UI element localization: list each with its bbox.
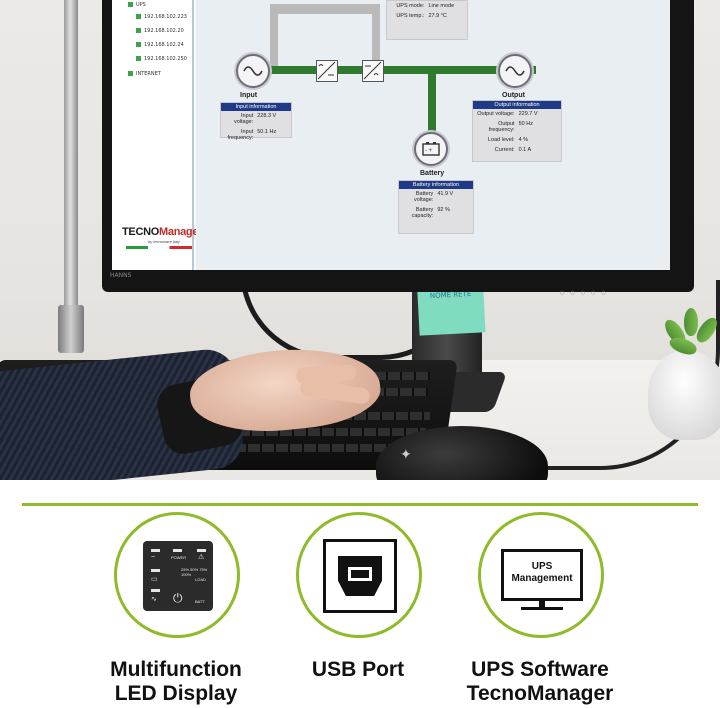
bypass-line-left <box>270 4 278 66</box>
output-icon: ∿ <box>151 596 157 603</box>
feature-caption: USB Port <box>258 658 458 682</box>
lamp-clamp <box>58 305 84 353</box>
plant-leaf <box>684 308 698 336</box>
tecnomanager-tagline: by tecnoware italy <box>148 239 181 244</box>
ups-mode-row: UPS mode:Line mode <box>396 3 455 9</box>
power-bus <box>236 66 536 74</box>
power-button-icon: ⏻ <box>173 591 183 605</box>
inverter-icon <box>362 60 384 82</box>
ac-input-icon: ~ <box>151 554 156 561</box>
feature-caption: UPS Software TecnoManager <box>440 658 640 706</box>
keyboard-key-row <box>192 444 422 452</box>
screen-text-line: UPS <box>531 561 553 572</box>
caption-line: USB Port <box>311 658 405 681</box>
ups-status-panel: UPS mode:Line mode UPS temp.:27.9 °C <box>386 0 468 40</box>
monitor-screen-icon: UPS Management <box>501 549 583 601</box>
ups-temp-row: UPS temp.:27.9 °C <box>396 13 447 19</box>
input-frequency-row: Input frequency:50.1 Hz <box>227 129 277 141</box>
usb-pin-block <box>348 567 372 581</box>
bypass-line-right <box>372 4 380 66</box>
led-indicator <box>197 549 206 552</box>
battery-label: Battery <box>420 170 445 177</box>
svg-text:- +: - + <box>425 148 433 154</box>
output-node-icon <box>498 54 532 88</box>
input-info-header: Input information <box>221 103 291 111</box>
battery-node-icon: - + <box>414 132 448 166</box>
output-frequency-row: Output frequency:50 Hz <box>488 121 533 133</box>
usb-port-icon <box>296 512 422 638</box>
warning-icon: ⚠ <box>198 554 205 561</box>
input-voltage-row: Input voltage:228.3 V <box>233 113 277 125</box>
monitor-software-icon: UPS Management <box>478 512 604 638</box>
feature-caption: Multifunction LED Display <box>76 658 276 706</box>
output-info-panel: Output information Output voltage:229.7 … <box>472 100 562 162</box>
input-node-icon <box>236 54 270 88</box>
tree-item: 192.168.102.250 <box>136 56 187 62</box>
mouse-logo-icon: ✦ <box>400 446 412 462</box>
caption-line: LED Display <box>114 682 238 705</box>
monitor-screen: UPS 192.168.102.223 192.168.102.20 192.1… <box>112 0 670 270</box>
input-label: Input <box>240 92 258 99</box>
tree-item: 192.168.102.24 <box>136 42 184 48</box>
output-voltage-row: Output voltage:229.7 V <box>477 111 538 117</box>
screen-sidebar: UPS 192.168.102.223 192.168.102.20 192.1… <box>112 0 202 270</box>
product-photo: CAMBIARE IL NOME RETE HANNS ○○○○○ UPS 19… <box>0 0 720 480</box>
screen-text-line: Management <box>511 573 573 584</box>
usb-socket <box>338 556 382 596</box>
battery-info-panel: Battery information Battery voltage:41.9… <box>398 180 474 234</box>
led-indicator <box>173 549 182 552</box>
lamp-pole <box>64 0 78 350</box>
led-load-label: LOAD <box>195 577 206 582</box>
led-batt-label: BATT <box>195 599 205 604</box>
current-row: Current:0.1 A <box>494 147 532 153</box>
led-indicator <box>151 549 160 552</box>
tree-item-internet: INTERNET <box>128 71 161 77</box>
feature-ups-software: UPS Management UPS Software TecnoManager <box>440 512 640 708</box>
led-scale-label: 25% 50% 75% 100% <box>181 567 208 577</box>
tree-item: 192.168.102.20 <box>136 28 184 34</box>
led-panel: POWER ~ ⚠ 25% 50% 75% 100% ▭ LOAD ∿ ⏻ BA… <box>143 541 213 611</box>
usb-pin-inner <box>351 570 369 578</box>
usb-frame <box>323 539 397 613</box>
rectifier-icon <box>316 60 338 82</box>
caption-line: Multifunction <box>110 658 242 681</box>
monitor-controls: ○○○○○ <box>560 290 612 296</box>
green-divider <box>22 503 698 506</box>
tree-item: 192.168.102.223 <box>136 14 187 20</box>
led-indicator <box>151 589 160 592</box>
keyboard-key-row <box>196 428 426 436</box>
output-info-header: Output information <box>473 101 561 109</box>
battery-info-header: Battery information <box>399 181 473 189</box>
plant-pot <box>648 350 720 440</box>
screen-main-diagram: UPS mode:Line mode UPS temp.:27.9 °C Inp… <box>196 0 670 270</box>
input-info-panel: Input information Input voltage:228.3 V … <box>220 102 292 141</box>
led-display-icon: POWER ~ ⚠ 25% 50% 75% 100% ▭ LOAD ∿ ⏻ BA… <box>114 512 240 638</box>
battery-bus <box>428 74 436 134</box>
monitor-neck <box>539 601 545 607</box>
monitor-screen-text: UPS Management <box>504 561 580 585</box>
led-power-label: POWER <box>171 555 187 560</box>
italian-flag-stripe <box>126 246 192 249</box>
caption-line: UPS Software <box>471 658 609 681</box>
feature-usb-port: USB Port <box>258 512 458 708</box>
bypass-line <box>270 4 380 14</box>
tecnomanager-logo: TECNOManager <box>122 226 203 238</box>
monitor-base <box>521 607 563 610</box>
feature-led-display: POWER ~ ⚠ 25% 50% 75% 100% ▭ LOAD ∿ ⏻ BA… <box>76 512 276 708</box>
battery-mode-icon: ▭ <box>151 576 158 583</box>
monitor-brand: HANNS <box>110 272 132 279</box>
led-indicator <box>151 569 160 572</box>
output-label: Output <box>502 92 525 99</box>
load-level-row: Load level:4 % <box>487 137 529 143</box>
battery-voltage-row: Battery voltage:41.9 V <box>414 191 454 203</box>
battery-capacity-row: Battery capacity:92 % <box>411 207 450 219</box>
tree-item-ups: UPS <box>128 2 146 8</box>
caption-line: TecnoManager <box>466 682 614 705</box>
